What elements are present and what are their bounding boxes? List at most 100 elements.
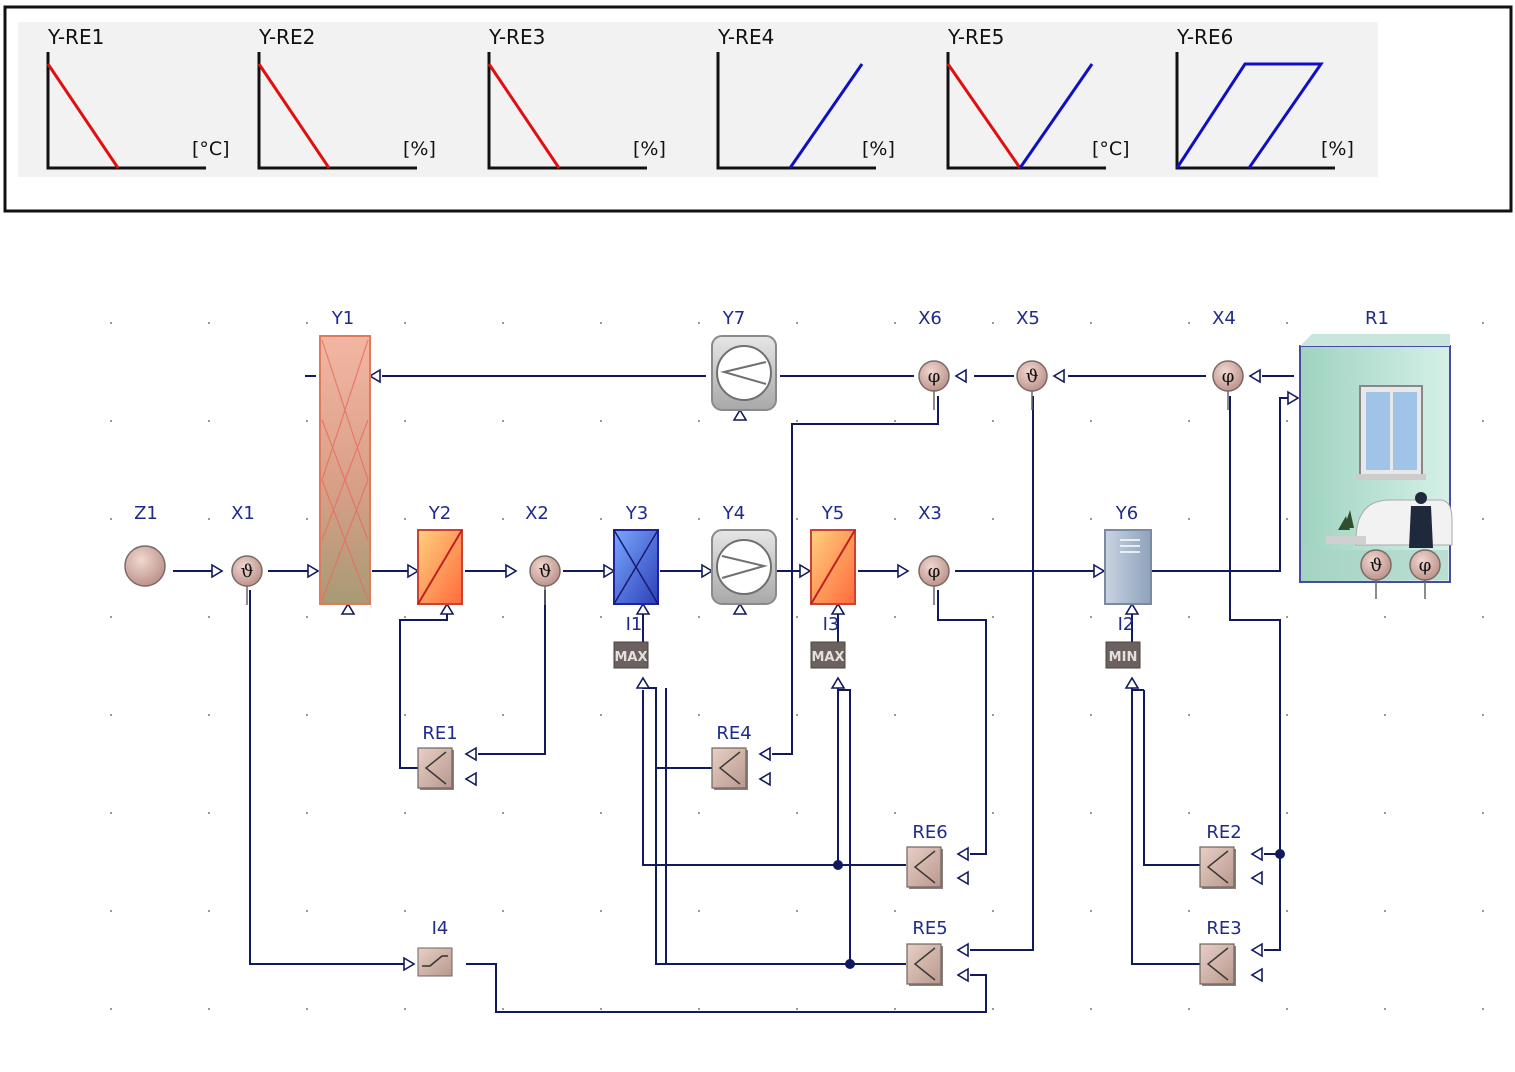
flow-arrow	[407, 563, 420, 579]
grid-dot	[1286, 714, 1288, 716]
grid-dot	[992, 420, 994, 422]
label-x2: X2	[525, 503, 549, 524]
legend-curve-hysteresis	[1175, 62, 1324, 169]
grid-dot	[208, 812, 210, 814]
controller-re1[interactable]	[417, 747, 454, 790]
grid-dot	[110, 714, 112, 716]
max-block-i1[interactable]: MAX	[613, 641, 649, 669]
legend-panel-title: Y-RE5	[947, 25, 1004, 49]
grid-dot	[306, 420, 308, 422]
flow-arrow	[1093, 563, 1106, 579]
grid-dot	[796, 616, 798, 618]
humidifier-y6[interactable]	[1104, 529, 1152, 605]
grid-dot	[306, 616, 308, 618]
max-block-i3[interactable]: MAX	[810, 641, 846, 669]
grid-dot	[404, 1008, 406, 1010]
flow-arrow	[830, 602, 846, 615]
controller-re3[interactable]	[1199, 943, 1236, 986]
supply-fan-y4[interactable]	[711, 529, 777, 605]
room-r1[interactable]	[1299, 334, 1453, 583]
controller-re5[interactable]	[906, 943, 943, 986]
controller-re2[interactable]	[1199, 846, 1236, 889]
grid-dot	[1482, 714, 1484, 716]
grid-dot	[796, 910, 798, 912]
grid-dot	[796, 518, 798, 520]
reheater-y5[interactable]	[810, 529, 856, 605]
grid-dot	[698, 420, 700, 422]
exhaust-fan-y7[interactable]	[711, 335, 777, 411]
grid-dot	[1188, 518, 1190, 520]
grid-dot	[110, 420, 112, 422]
heat-recovery-y1[interactable]	[319, 335, 371, 605]
flow-arrow	[505, 563, 518, 579]
label-x1: X1	[231, 503, 255, 524]
grid-dot	[1286, 616, 1288, 618]
legend-panel-title: Y-RE3	[488, 25, 545, 49]
legend-panel-axes	[487, 52, 647, 170]
function-block-i4[interactable]	[417, 947, 453, 977]
grid-dot	[698, 616, 700, 618]
grid-dot	[110, 518, 112, 520]
grid-dot	[110, 1008, 112, 1010]
sensor-x3-humidity[interactable]: φ	[918, 555, 950, 605]
flow-arrow	[1248, 368, 1261, 384]
sensor-x2-temp[interactable]: ϑ	[529, 555, 561, 605]
grid-dot	[1090, 518, 1092, 520]
grid-dot	[404, 420, 406, 422]
grid-dot	[600, 714, 602, 716]
flow-arrow	[1124, 676, 1140, 689]
grid-dot	[502, 812, 504, 814]
legend-panel-unit: [°C]	[192, 138, 230, 160]
label-x5: X5	[1016, 308, 1040, 329]
grid-dot	[1482, 420, 1484, 422]
sensor-r1-humidity[interactable]: φ	[1409, 549, 1441, 599]
grid-dot	[1188, 714, 1190, 716]
flow-arrow	[830, 676, 846, 689]
temperature-icon: ϑ	[1026, 366, 1039, 387]
grid-dot	[502, 322, 504, 324]
legend-panel-6: Y-RE6[%]	[1175, 25, 1354, 170]
legend-panel-unit: [%]	[633, 138, 666, 160]
grid-dot	[600, 812, 602, 814]
grid-dot	[1090, 910, 1092, 912]
grid-dot	[600, 616, 602, 618]
controller-symbol-icon	[913, 850, 936, 884]
outdoor-air-node-z1[interactable]	[124, 545, 166, 587]
controller-re4[interactable]	[711, 747, 748, 790]
sensor-r1-temp[interactable]: ϑ	[1360, 549, 1392, 599]
grid-dot	[1188, 322, 1190, 324]
controller-symbol-icon	[1206, 947, 1229, 981]
sensor-x1-temp[interactable]: ϑ	[231, 555, 263, 605]
legend-panel-unit: [%]	[1321, 138, 1354, 160]
grid-dot	[1384, 714, 1386, 716]
grid-dot	[796, 812, 798, 814]
wires	[173, 375, 1294, 1013]
grid-dot	[110, 322, 112, 324]
grid-dot	[600, 518, 602, 520]
grid-dot	[1482, 322, 1484, 324]
cooler-y3[interactable]	[613, 529, 659, 605]
grid-dot	[1188, 616, 1190, 618]
sensor-x4-humidity[interactable]: φ	[1212, 360, 1244, 410]
grid-dot	[992, 616, 994, 618]
flow-arrow	[732, 602, 748, 615]
flow-arrow	[1250, 942, 1263, 958]
sensor-x5-temp[interactable]: ϑ	[1016, 360, 1048, 410]
controller-re6[interactable]	[906, 846, 943, 889]
label-x4: X4	[1212, 308, 1236, 329]
sensor-x6-humidity[interactable]: φ	[918, 360, 950, 410]
grid-dot	[698, 1008, 700, 1010]
grid-dot	[1482, 616, 1484, 618]
flow-arrow	[464, 771, 477, 787]
min-block-i2-text: MIN	[1109, 650, 1138, 665]
label-y5: Y5	[821, 503, 844, 524]
heater-y2[interactable]	[417, 529, 463, 605]
grid-dot	[796, 1008, 798, 1010]
min-block-i2[interactable]: MIN	[1105, 641, 1141, 669]
flow-arrow	[340, 602, 356, 615]
grid-dots	[110, 322, 1484, 1010]
legend-curve-rising	[788, 63, 864, 169]
legend-panel-4: Y-RE4[%]	[716, 25, 895, 170]
label-x6: X6	[918, 308, 942, 329]
legend-panel-axes	[716, 52, 876, 170]
